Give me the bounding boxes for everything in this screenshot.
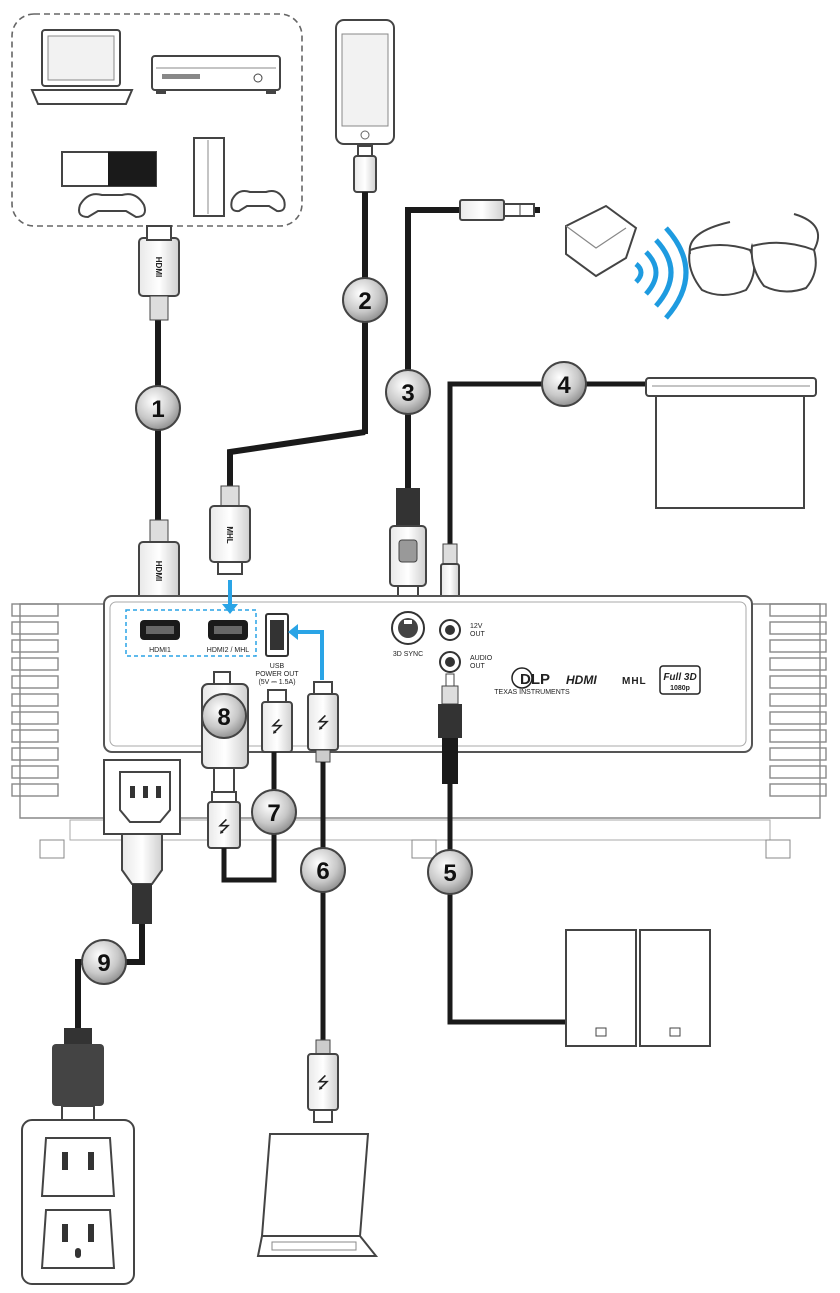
svg-text:MHL: MHL: [622, 676, 647, 687]
svg-text:⭍: ⭍: [316, 1073, 329, 1092]
svg-text:4: 4: [557, 372, 571, 399]
left-vents: [11, 603, 59, 797]
svg-text:5: 5: [443, 860, 456, 887]
svg-text:⭍: ⭍: [217, 817, 230, 836]
wireless-signal-icon: [634, 226, 689, 320]
cable-6-usb-service: ⭍ ⭍: [307, 681, 339, 1123]
usb-power-label-1: USB: [270, 663, 285, 670]
callout-9: 9: [81, 939, 127, 985]
usb-power-label-3: (5V ⎓ 1.5A): [258, 679, 295, 686]
svg-text:HDMI: HDMI: [154, 257, 163, 277]
hdmi2-mhl-port[interactable]: [208, 620, 248, 640]
svg-text:7: 7: [267, 800, 280, 827]
svg-text:6: 6: [316, 858, 329, 885]
svg-text:TEXAS INSTRUMENTS: TEXAS INSTRUMENTS: [494, 689, 570, 696]
hdmi2-mhl-label: HDMI2 / MHL: [207, 647, 250, 654]
audio-out-port[interactable]: [439, 651, 461, 673]
cable-9-power: [52, 833, 163, 1154]
speakers-icon: [565, 929, 711, 1047]
mhl-logo: MHL: [622, 676, 647, 687]
svg-text:MHL: MHL: [225, 526, 234, 543]
svg-text:1080p: 1080p: [670, 685, 690, 692]
audio-out-label-2: OUT: [470, 663, 486, 670]
usb-power-port[interactable]: [265, 613, 289, 657]
laptop-icon: [30, 29, 134, 105]
audio-out-label-1: AUDIO: [470, 655, 493, 662]
svg-text:DLP: DLP: [520, 671, 550, 688]
game-console-xbox-icon: [61, 151, 157, 219]
callout-6: 6: [300, 847, 346, 893]
ac-power-inlet[interactable]: [103, 759, 181, 835]
svg-text:2: 2: [358, 288, 371, 315]
wall-outlet-icon: [21, 1119, 135, 1285]
svg-text:3: 3: [401, 380, 414, 407]
dvd-player-icon: [151, 55, 281, 94]
game-console-playstation-icon: [193, 137, 286, 217]
hdmi-ports-highlight: [125, 609, 257, 657]
smartphone-icon: [335, 19, 395, 145]
callout-3: 3: [385, 369, 431, 415]
right-vents: [769, 603, 827, 797]
callout-7: 7: [251, 789, 297, 835]
svg-text:⭍: ⭍: [270, 717, 283, 736]
3d-sync-label: 3D SYNC: [393, 651, 423, 658]
cable-7-usb-power: ⭍ ⭍: [207, 689, 293, 883]
3d-emitter-icon: [565, 204, 638, 278]
svg-text:8: 8: [217, 704, 230, 731]
callout-2: 2: [342, 277, 388, 323]
callout-1: 1: [135, 385, 181, 431]
12v-out-label-1: 12V: [470, 623, 483, 630]
full3d-logo: Full 3D 1080p: [659, 665, 701, 695]
svg-text:⭍: ⭍: [316, 713, 329, 732]
hdmi1-label: HDMI1: [149, 647, 171, 654]
12v-out-port[interactable]: [439, 619, 461, 641]
svg-text:HDMI: HDMI: [154, 561, 163, 581]
dlp-logo: DLP TEXAS INSTRUMENTS: [494, 667, 570, 696]
hdmi1-port[interactable]: [140, 620, 180, 640]
3d-glasses-icon: [688, 213, 819, 296]
projection-screen-icon: [645, 377, 817, 509]
source-devices-group: [11, 13, 303, 227]
laptop-pc-icon: [256, 1133, 379, 1257]
3d-sync-port[interactable]: [391, 611, 425, 645]
usb-power-label-2: POWER OUT: [255, 671, 299, 678]
callout-8: 8: [201, 693, 247, 739]
hdmi-plug-top: HDMI: [138, 225, 180, 321]
12v-out-label-2: OUT: [470, 631, 486, 638]
blue-arrow-hdmi2: [222, 580, 238, 614]
hdmi-logo: HDMI: [566, 673, 597, 687]
cable-4-12v-trigger: [440, 381, 660, 613]
callout-4: 4: [541, 361, 587, 407]
svg-text:Full 3D: Full 3D: [663, 672, 696, 683]
callout-5: 5: [427, 849, 473, 895]
blue-arrow-usb: [288, 624, 324, 680]
svg-text:1: 1: [151, 396, 164, 423]
svg-text:9: 9: [97, 950, 110, 977]
